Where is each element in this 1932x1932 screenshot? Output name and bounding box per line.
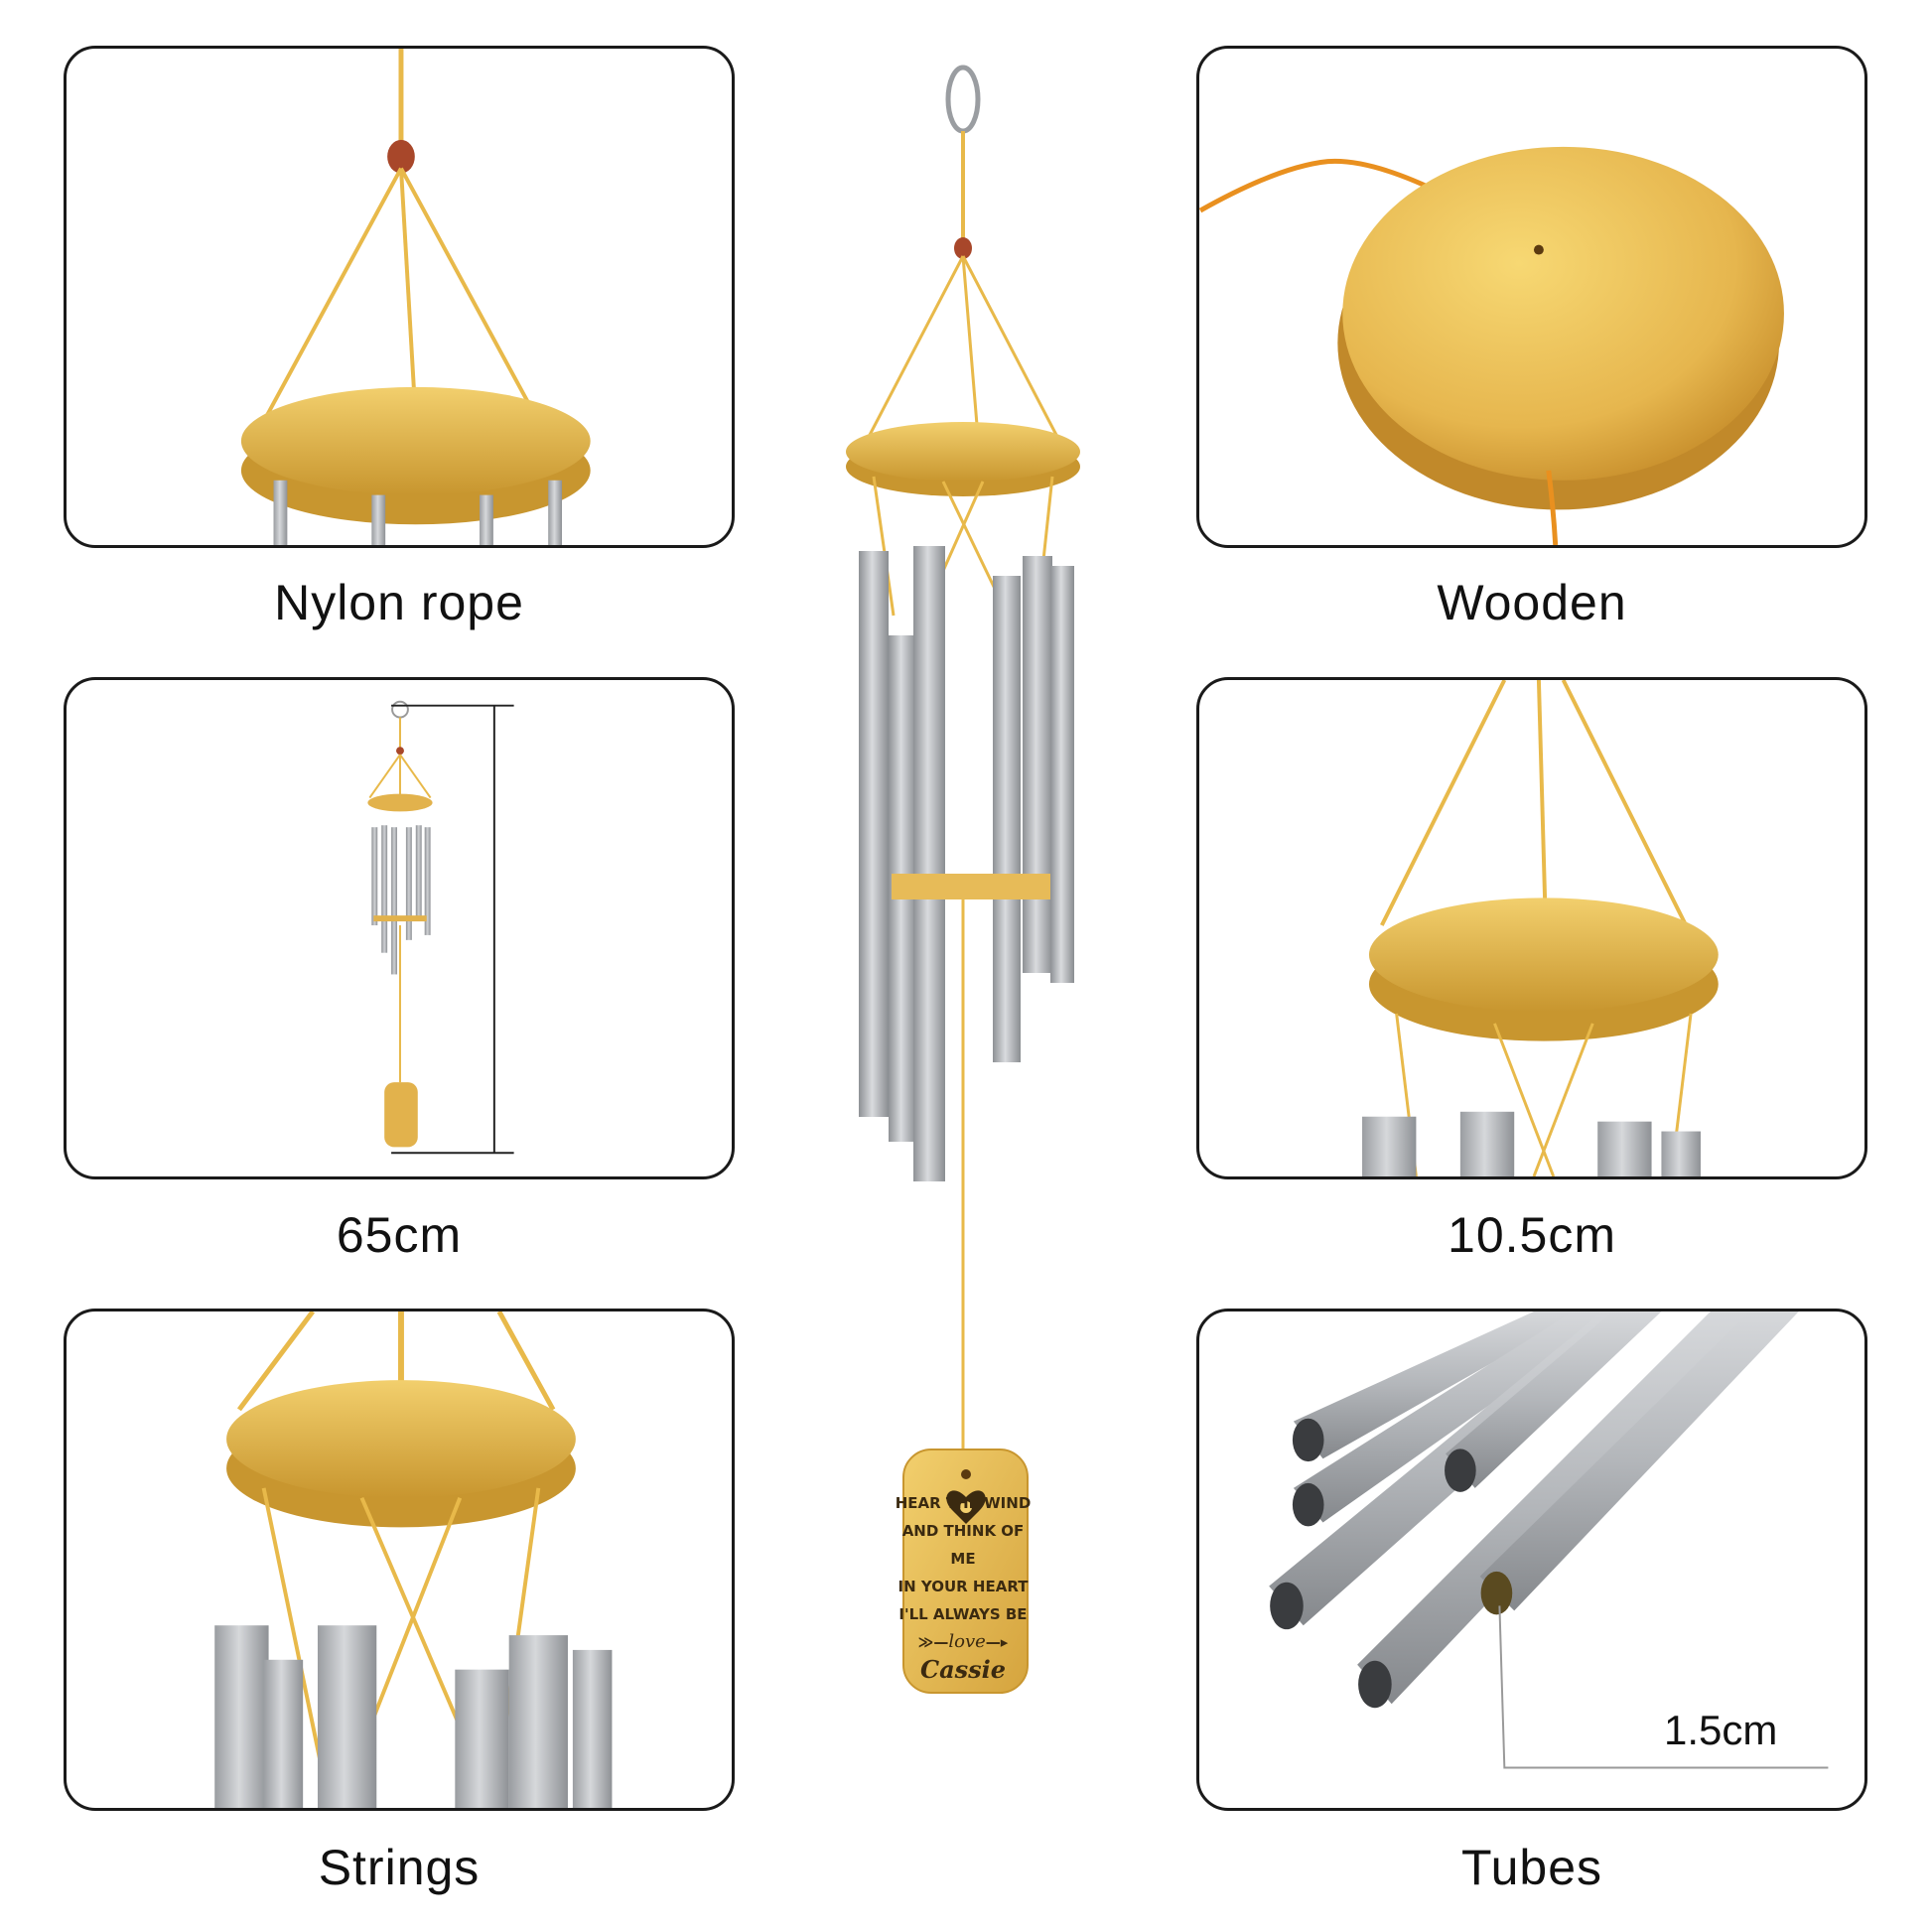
chime-tag-inscription: HEAR THE WIND AND THINK OF ME IN YOUR HE… [892, 1489, 1035, 1684]
length-caption: 65cm [336, 1207, 463, 1263]
strings-image [214, 1311, 613, 1808]
tube-diameter-label: 1.5cm [1664, 1707, 1778, 1753]
diameter-image [1362, 680, 1719, 1176]
tubes-caption: Tubes [1460, 1840, 1603, 1895]
wooden-panel [1196, 46, 1867, 548]
tag-love-word: love [948, 1631, 986, 1652]
nylon-rope-panel [64, 46, 735, 548]
diameter-caption: 10.5cm [1448, 1207, 1616, 1263]
nylon-rope-image [240, 49, 591, 545]
wind-chime-illustration [846, 65, 1080, 1694]
wooden-image [1199, 146, 1784, 545]
tubes-panel: 1.5cm [1196, 1309, 1867, 1811]
length-panel [64, 677, 735, 1179]
tag-line-4: I'LL ALWAYS BE [898, 1605, 1028, 1623]
tag-line-1: HEAR THE WIND [895, 1494, 1032, 1512]
tag-line-2: AND THINK OF ME [901, 1522, 1025, 1568]
tubes-image [1269, 1311, 1829, 1769]
tag-name: Cassie [919, 1655, 1007, 1684]
arrow-icon: ≫— [917, 1633, 949, 1651]
nylon-rope-caption: Nylon rope [274, 575, 524, 630]
diameter-panel [1196, 677, 1867, 1179]
strings-caption: Strings [318, 1840, 481, 1895]
length-image [367, 700, 514, 1155]
strings-panel [64, 1309, 735, 1811]
arrow-icon: —▸ [985, 1633, 1009, 1651]
wind-chime-product [814, 60, 1112, 1708]
tag-love-row: ≫—love—▸ [892, 1628, 1035, 1656]
wooden-caption: Wooden [1437, 575, 1627, 630]
tag-line-3: IN YOUR HEART [897, 1578, 1029, 1595]
